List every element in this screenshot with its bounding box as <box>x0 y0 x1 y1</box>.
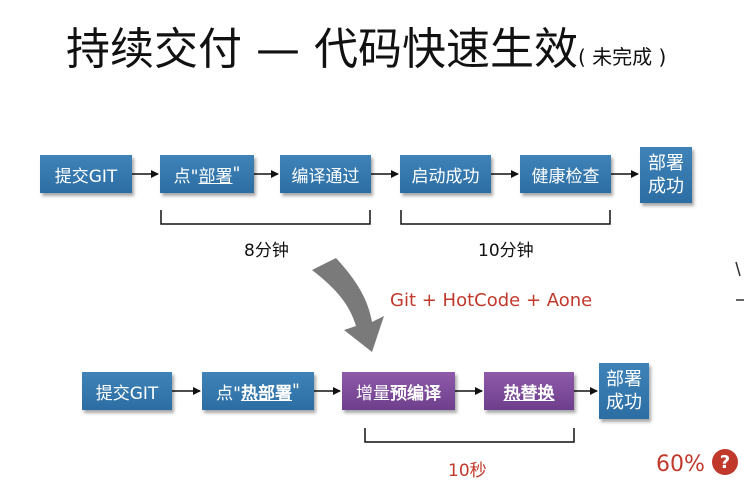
step-label-emphasis: 热替换 <box>503 383 555 404</box>
step-hot-swap: 热替换 <box>484 372 574 410</box>
step-label: 启动成功 <box>411 166 480 187</box>
step-click-deploy: 点"部署" <box>160 155 254 193</box>
brace-label-10sec: 10秒 <box>448 461 487 481</box>
edge-fragment <box>735 261 744 301</box>
step-commit-git-hot: 提交GIT <box>82 372 172 410</box>
step-label-emphasis: 热部署 <box>241 383 292 404</box>
step-commit-git: 提交GIT <box>40 155 132 193</box>
step-label-emphasis: 部署 <box>198 166 233 187</box>
step-health-check: 健康检查 <box>520 155 611 193</box>
step-label-prefix: 点" <box>173 166 199 187</box>
step-label-suffix: " <box>292 381 300 401</box>
question-icon: ? <box>712 449 738 475</box>
step-label-line1: 部署 <box>606 369 642 390</box>
brace-10sec <box>364 428 575 443</box>
step-label-line2: 成功 <box>606 392 642 413</box>
brace-label-10min: 10分钟 <box>478 241 534 261</box>
step-label-line2: 成功 <box>648 176 684 197</box>
step-deploy-success-hot: 部署 成功 <box>599 363 649 419</box>
brace-10min <box>400 210 611 225</box>
step-start-success: 启动成功 <box>400 155 491 193</box>
step-label: 提交GIT <box>54 166 118 187</box>
step-click-hot-deploy: 点"热部署" <box>202 372 314 410</box>
step-deploy-success: 部署 成功 <box>640 147 692 203</box>
page-title: 持续交付 — 代码快速生效( 未完成 ) <box>66 22 666 85</box>
transition-label: Git + HotCode + Aone <box>390 290 593 311</box>
title-main: 持续交付 — 代码快速生效 <box>66 24 578 75</box>
progress-percent: 60% <box>656 452 705 477</box>
step-label-prefix: 点" <box>216 383 241 404</box>
step-compile-pass: 编译通过 <box>280 155 371 193</box>
step-label-emphasis: 预编译 <box>390 383 441 404</box>
step-label: 提交GIT <box>95 383 159 404</box>
step-incremental-precompile: 增量预编译 <box>342 372 455 410</box>
step-label-suffix: " <box>232 164 241 184</box>
brace-label-8min: 8分钟 <box>244 241 289 261</box>
step-label: 健康检查 <box>531 166 600 187</box>
transition-arrow <box>312 258 384 352</box>
title-sub: ( 未完成 ) <box>577 45 667 69</box>
step-label: 编译通过 <box>291 166 360 187</box>
brace-8min <box>160 210 371 225</box>
step-label-line1: 部署 <box>648 153 684 174</box>
step-label-normal: 增量 <box>356 383 390 404</box>
